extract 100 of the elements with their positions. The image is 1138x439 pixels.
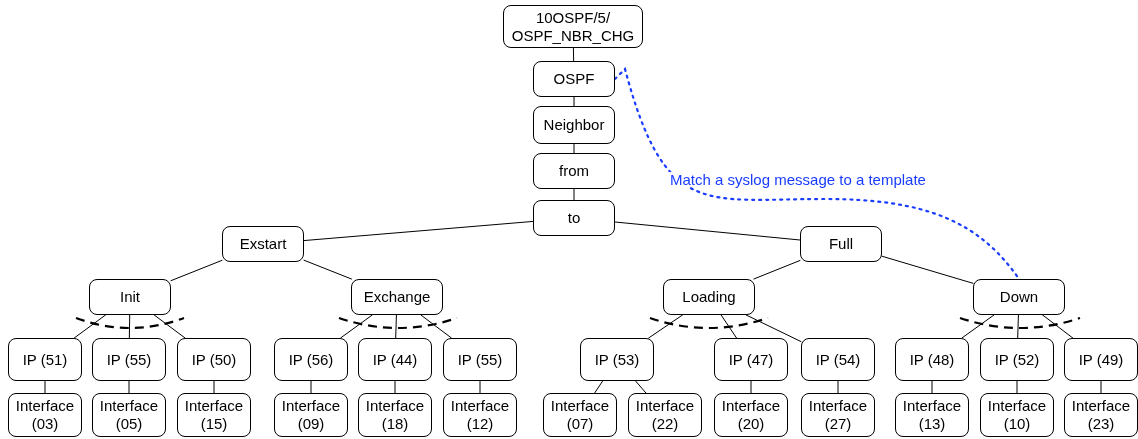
- node-label: Interface (15): [183, 397, 245, 433]
- tree-node-box: [92, 338, 166, 381]
- connector-line: [635, 380, 647, 394]
- connector-line: [614, 221, 801, 241]
- node-label: Interface (07): [549, 397, 611, 433]
- connector-line: [303, 220, 534, 242]
- tree-node-box: [1064, 393, 1138, 437]
- node-label: Interface (22): [634, 397, 696, 433]
- node-label: Down: [999, 288, 1039, 306]
- tree-node-box: [543, 393, 617, 437]
- connector-line: [395, 314, 397, 339]
- tree-node-box: [177, 393, 251, 437]
- connector-line: [931, 380, 933, 394]
- tree-node-box: [801, 393, 875, 437]
- tree-node-box: [663, 279, 755, 315]
- node-label: IP (51): [22, 350, 68, 369]
- tree-node-box: [358, 338, 432, 381]
- node-label: IP (50): [191, 350, 237, 369]
- node-label: IP (53): [594, 350, 640, 369]
- tree-node-box: [973, 279, 1065, 315]
- tree-node-box: [503, 5, 643, 48]
- node-label: 10OSPF/5/ OSPF_NBR_CHG: [510, 8, 636, 45]
- connector-line: [1017, 314, 1019, 339]
- node-label: IP (56): [288, 350, 334, 369]
- connector-line: [340, 314, 373, 339]
- node-label: Interface (03): [14, 397, 76, 433]
- tree-node-box: [714, 338, 788, 381]
- node-label: to: [567, 209, 581, 227]
- connector-line: [720, 314, 738, 339]
- tree-node-box: [177, 338, 251, 381]
- connector-line: [572, 47, 575, 62]
- node-label: Loading: [682, 288, 736, 306]
- tree-node-box: [443, 338, 517, 381]
- connector-line: [1042, 314, 1074, 339]
- edge-label: Match a syslog message to a template: [668, 172, 928, 187]
- tree-node-box: [222, 226, 304, 262]
- connector-line: [753, 259, 801, 280]
- node-label: IP (49): [1078, 350, 1124, 369]
- connector-line: [420, 314, 452, 339]
- node-label: OSPF: [553, 70, 595, 88]
- tree-node-box: [533, 61, 615, 97]
- tree-node-box: [628, 393, 702, 437]
- node-label: IP (52): [994, 350, 1040, 369]
- connector-line: [310, 380, 312, 394]
- node-label: Interface (10): [986, 397, 1048, 433]
- connector-line: [128, 314, 131, 339]
- node-label: Interface (12): [449, 397, 511, 433]
- tree-node-box: [980, 393, 1054, 437]
- tree-node-box: [714, 393, 788, 437]
- connector-line: [1100, 380, 1102, 394]
- connector-line: [128, 380, 130, 394]
- tree-node-box: [92, 393, 166, 437]
- connector-line: [153, 314, 186, 339]
- tree-node-box: [1064, 338, 1138, 381]
- connector-line: [394, 380, 396, 394]
- tree-node-box: [533, 200, 615, 236]
- node-label: Interface (09): [280, 397, 342, 433]
- node-label: Neighbor: [543, 116, 605, 134]
- connector-line: [479, 380, 481, 394]
- node-label: Interface (23): [1070, 397, 1132, 433]
- tree-node-box: [801, 338, 875, 381]
- node-label: IP (48): [909, 350, 955, 369]
- node-label: IP (54): [815, 350, 861, 369]
- connector-line: [73, 314, 106, 339]
- connector-line: [881, 255, 974, 284]
- connector-line: [303, 259, 352, 280]
- node-label: IP (55): [457, 350, 503, 369]
- connector-line: [837, 380, 839, 394]
- connector-line: [961, 314, 995, 339]
- connector-line: [44, 380, 46, 394]
- tree-node-box: [895, 393, 969, 437]
- connector-line: [573, 143, 575, 154]
- tree-node-box: [89, 279, 171, 315]
- node-label: Interface (05): [98, 397, 160, 433]
- connector-line: [594, 380, 604, 394]
- node-label: Interface (13): [901, 397, 963, 433]
- connector-line: [213, 380, 215, 394]
- node-label: IP (47): [728, 350, 774, 369]
- tree-node-box: [443, 393, 517, 437]
- tree-node-box: [533, 153, 615, 189]
- tree-node-box: [533, 106, 615, 144]
- tree-node-box: [980, 338, 1054, 381]
- tree-node-box: [351, 279, 443, 315]
- node-label: Init: [120, 288, 140, 306]
- tree-node-box: [8, 338, 82, 381]
- node-label: IP (44): [372, 350, 418, 369]
- node-label: Full: [828, 235, 854, 253]
- connector-line: [573, 188, 575, 201]
- node-label: from: [559, 162, 589, 180]
- connector-line: [170, 259, 223, 282]
- node-label: Interface (27): [807, 397, 869, 433]
- tree-node-box: [895, 338, 969, 381]
- connector-line: [1016, 380, 1018, 394]
- tree-node-box: [358, 393, 432, 437]
- connector-line: [750, 380, 752, 394]
- tree-node-box: [274, 338, 348, 381]
- node-label: IP (55): [106, 350, 152, 369]
- tree-node-box: [580, 338, 654, 381]
- tree-node-box: [800, 226, 882, 262]
- node-label: Interface (20): [720, 397, 782, 433]
